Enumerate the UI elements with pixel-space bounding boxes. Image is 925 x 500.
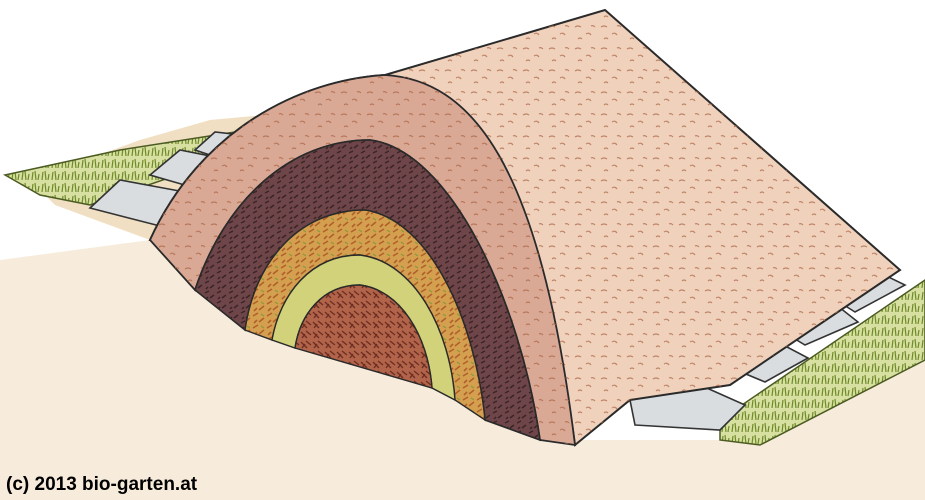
copyright-caption: (c) 2013 bio-garten.at: [6, 474, 197, 496]
